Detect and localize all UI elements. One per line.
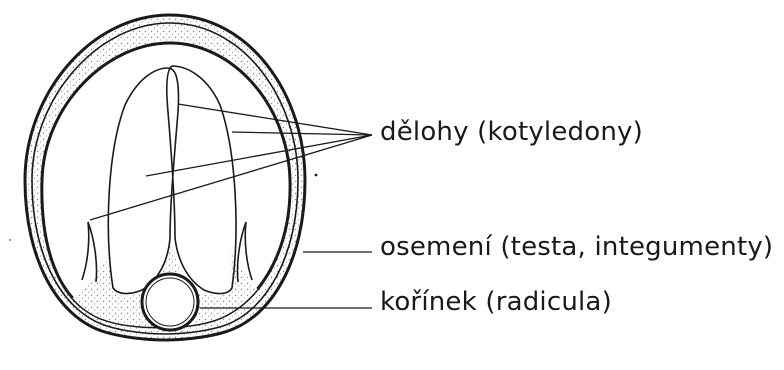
testa-label: osemení (testa, integumenty) [380,232,773,262]
radicle [142,274,198,330]
speck [9,239,11,241]
cotyledon-leader-lines [90,104,372,220]
cotyledons-label: dělohy (kotyledony) [380,117,643,147]
radicle-label: kořínek (radicula) [380,287,612,317]
left-fold [82,222,97,282]
speck [315,174,318,177]
